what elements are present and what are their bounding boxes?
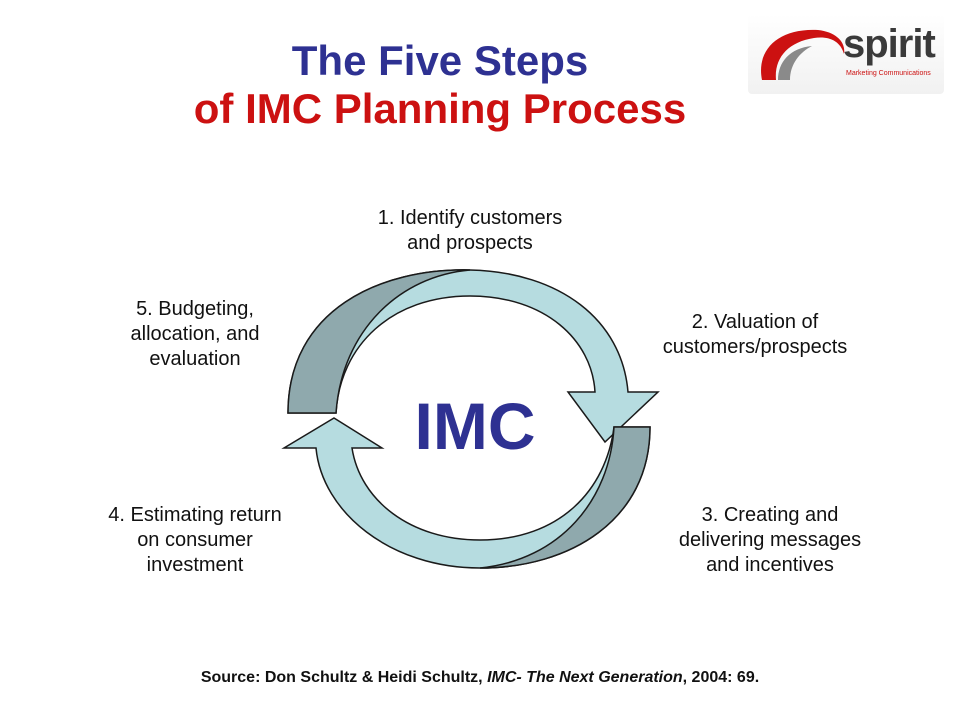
cycle-arrow-bottom-shade [479,426,651,569]
step-5-line-3: evaluation [149,348,241,370]
source-work-title: IMC- The Next Generation [487,669,683,686]
logo-wordmark: spirit [843,22,936,66]
title-line-2: of IMC Planning Process [193,85,687,132]
step-4-line-2: on consumer [137,529,253,551]
step-1-line-2: and prospects [407,232,533,254]
step-3-line-2: delivering messages [678,529,862,551]
step-1-line-1: 1. Identify customers [377,207,563,229]
step-1-label: 1. Identify customers and prospects [330,206,610,256]
step-3-line-3: and incentives [706,554,834,576]
step-2-line-2: customers/prospects [662,336,848,358]
source-prefix: Source: Don Schultz & Heidi Schultz, [200,669,488,686]
center-label-imc: IMC [414,389,536,463]
step-3-line-1: 3. Creating and [701,504,839,526]
step-4-label: 4. Estimating return on consumer investm… [70,503,320,578]
logo-tagline: Marketing Communications [846,70,931,77]
step-4-line-3: investment [146,554,244,576]
step-5-label: 5. Budgeting, allocation, and evaluation [90,297,300,372]
cycle-arrow-top-shade [287,269,471,414]
step-5-line-1: 5. Budgeting, [136,298,254,320]
title-line-1: The Five Steps [291,37,589,84]
step-2-label: 2. Valuation of customers/prospects [620,310,890,360]
step-5-line-2: allocation, and [130,323,260,345]
source-citation: Source: Don Schultz & Heidi Schultz, IMC… [0,668,960,688]
step-3-label: 3. Creating and delivering messages and … [640,503,900,578]
step-4-line-1: 4. Estimating return [108,504,282,526]
spirit-logo: spirit Marketing Communications [748,14,944,94]
source-suffix: , 2004: 69. [682,669,760,686]
step-2-line-1: 2. Valuation of [691,311,819,333]
logo-swoosh-icon [761,29,845,80]
